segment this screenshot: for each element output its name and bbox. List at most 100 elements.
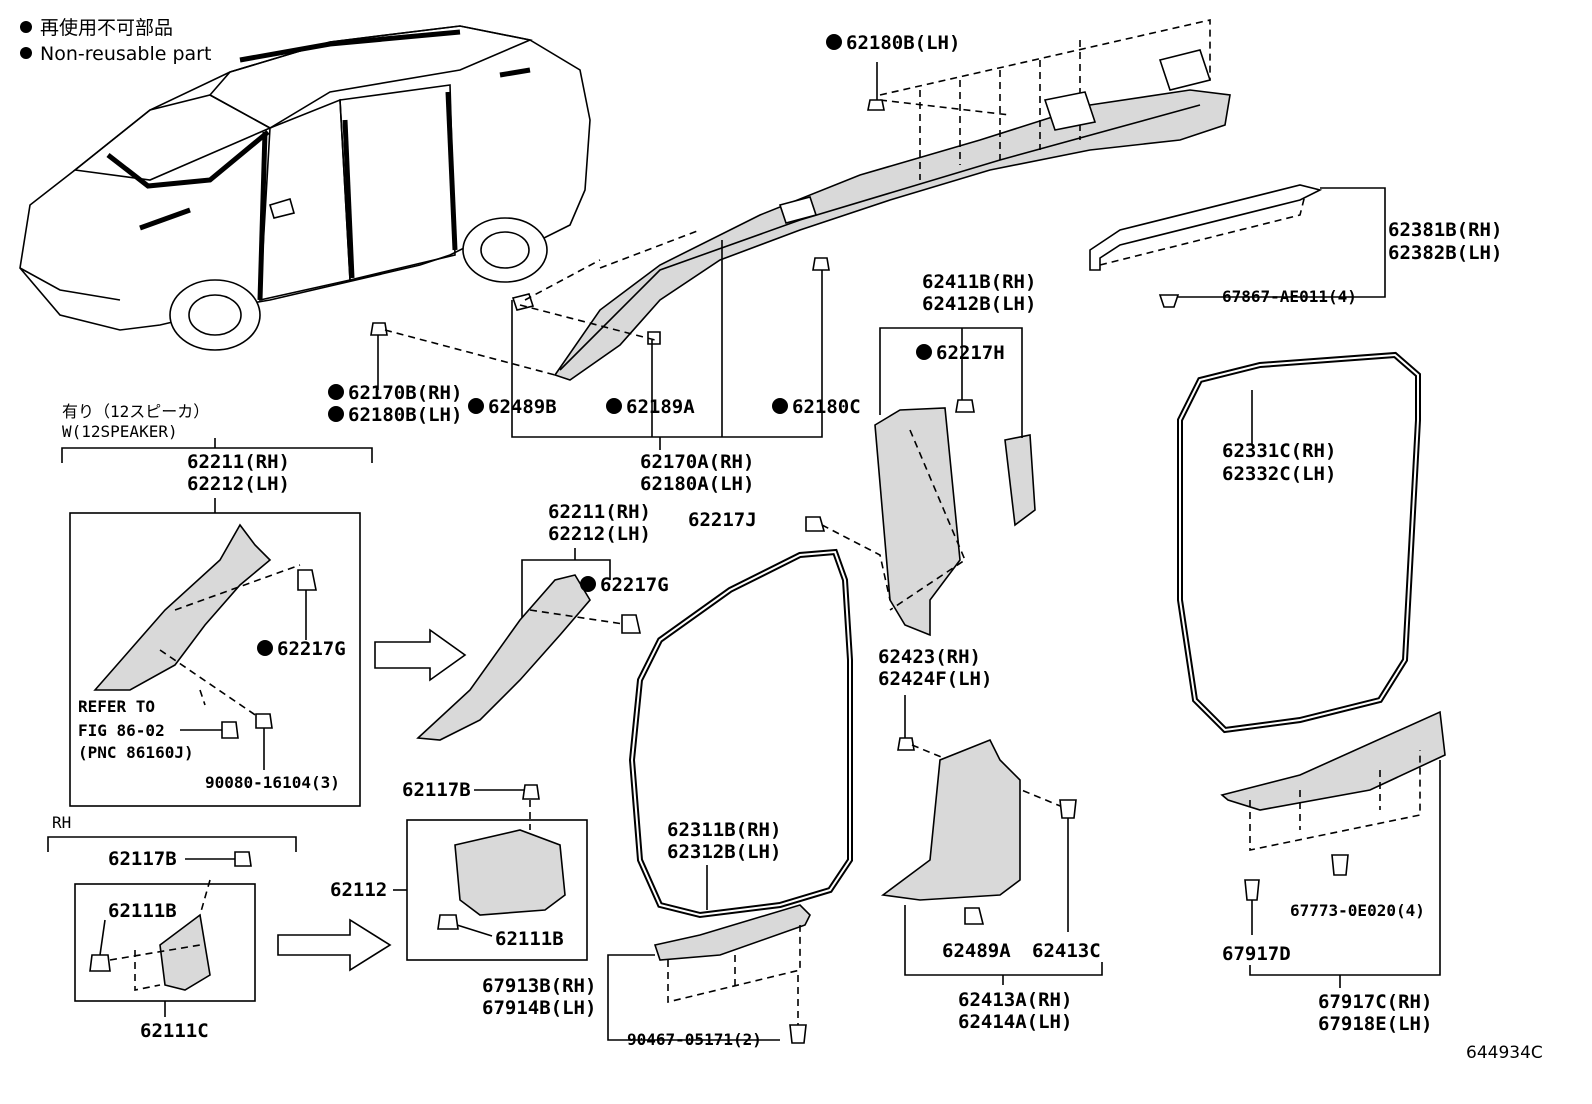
- clip-icon: [964, 907, 985, 925]
- non-reusable-dot-icon: [606, 398, 622, 414]
- part-62211-mid: 62211(RH): [548, 501, 651, 523]
- rh-label: RH: [52, 813, 71, 832]
- screw-icon: [255, 713, 273, 729]
- part-62411B: 62411B(RH): [922, 271, 1036, 293]
- part-62180B-top: 62180B(LH): [846, 32, 960, 54]
- part-62217H: 62217H: [936, 342, 1005, 364]
- refer-line1: REFER TO: [78, 697, 155, 716]
- part-67917D: 67917D: [1222, 943, 1291, 965]
- clip-icon: [1244, 879, 1260, 901]
- rear-garnish: [1089, 184, 1323, 271]
- part-67917C: 67917C(RH): [1318, 991, 1432, 1013]
- part-62117B-mid: 62117B: [402, 779, 471, 801]
- part-62311B: 62311B(RH): [667, 819, 781, 841]
- clip-icon: [511, 293, 535, 311]
- legend-jp: 再使用不可部品: [40, 17, 173, 39]
- part-62413A: 62413A(RH): [958, 989, 1072, 1011]
- part-67773: 67773-0E020(4): [1290, 901, 1425, 920]
- part-62424F: 62424F(LH): [878, 668, 992, 690]
- refer-line3: (PNC 86160J): [78, 743, 194, 762]
- clip-icon: [647, 331, 661, 345]
- cowl-side-trim-rh: [159, 913, 211, 991]
- non-reusable-dot-icon: [916, 344, 932, 360]
- part-90467: 90467-05171(2): [627, 1030, 762, 1049]
- clip-icon: [1158, 294, 1180, 308]
- clip-icon: [789, 1024, 807, 1044]
- clip-icon: [955, 399, 975, 413]
- part-67914B: 67914B(LH): [482, 997, 596, 1019]
- part-62331C: 62331C(RH): [1222, 440, 1336, 462]
- clip-icon: [297, 569, 317, 591]
- center-pillar-upper: [874, 407, 961, 637]
- non-reusable-dot-icon: [328, 384, 344, 400]
- arrow-icon: [277, 918, 392, 972]
- part-62312B: 62312B(LH): [667, 841, 781, 863]
- clip-icon: [812, 257, 830, 271]
- part-62382B: 62382B(LH): [1388, 242, 1502, 264]
- part-62489B: 62489B: [488, 396, 557, 418]
- part-62217J: 62217J: [688, 509, 757, 531]
- part-62211-box: 62211(RH): [187, 451, 290, 473]
- part-90080: 90080-16104(3): [205, 773, 340, 792]
- speaker-icon: [221, 721, 239, 739]
- part-62117B-rh: 62117B: [108, 848, 177, 870]
- roof-side-trim: [553, 18, 1231, 381]
- figure-code: 644934C: [1466, 1043, 1543, 1063]
- refer-line2: FIG 86-02: [78, 721, 165, 740]
- variant-jp: 有り（12スピーカ）: [62, 402, 209, 421]
- front-pillar-trim-speaker: [93, 523, 272, 691]
- part-62212-box: 62212(LH): [187, 473, 290, 495]
- non-reusable-dot-icon: [826, 34, 842, 50]
- non-reusable-dot-icon: [20, 21, 32, 33]
- non-reusable-dot-icon: [257, 640, 273, 656]
- part-62381B: 62381B(RH): [1388, 219, 1502, 241]
- screw-icon: [370, 322, 388, 336]
- arrow-icon: [374, 628, 467, 682]
- part-62217G-mid: 62217G: [600, 574, 669, 596]
- clip-icon: [621, 614, 641, 634]
- clip-icon: [234, 851, 252, 867]
- part-62412B: 62412B(LH): [922, 293, 1036, 315]
- clip-icon: [89, 954, 111, 972]
- cowl-side-trim: [454, 829, 566, 916]
- clip-icon: [1059, 799, 1077, 819]
- non-reusable-dot-icon: [772, 398, 788, 414]
- clip-icon: [897, 737, 915, 751]
- clip-icon: [867, 99, 885, 111]
- variant-box: [69, 512, 361, 807]
- non-reusable-dot-icon: [468, 398, 484, 414]
- variant-en: W(12SPEAKER): [62, 422, 178, 441]
- center-pillar-lower: [880, 738, 1021, 901]
- part-67867: 67867-AE011(4): [1222, 287, 1357, 306]
- part-62423: 62423(RH): [878, 646, 981, 668]
- clip-icon: [437, 914, 459, 930]
- part-62413C: 62413C: [1032, 940, 1101, 962]
- clip-icon: [1331, 854, 1349, 876]
- part-62180B-left: 62180B(LH): [348, 404, 462, 426]
- part-62111B-rh: 62111B: [108, 900, 177, 922]
- part-62414A: 62414A(LH): [958, 1011, 1072, 1033]
- front-scuff-plate: [653, 904, 811, 961]
- part-62489A: 62489A: [942, 940, 1011, 962]
- part-67918E: 67918E(LH): [1318, 1013, 1432, 1035]
- rear-weatherstrip: [1177, 351, 1421, 734]
- clip-icon: [805, 516, 826, 532]
- part-62112: 62112: [330, 879, 387, 901]
- part-62111C: 62111C: [140, 1020, 209, 1042]
- front-pillar-trim: [416, 574, 591, 741]
- vehicle-illustration: [19, 25, 591, 351]
- part-62180A: 62180A(LH): [640, 473, 754, 495]
- non-reusable-dot-icon: [580, 576, 596, 592]
- rear-scuff-plate: [1220, 710, 1446, 811]
- clip-icon: [522, 784, 540, 800]
- part-62180C: 62180C: [792, 396, 861, 418]
- part-67913B: 67913B(RH): [482, 975, 596, 997]
- part-62212-mid: 62212(LH): [548, 523, 651, 545]
- non-reusable-dot-icon: [20, 47, 32, 59]
- part-62189A: 62189A: [626, 396, 695, 418]
- non-reusable-dot-icon: [328, 406, 344, 422]
- legend-en: Non-reusable part: [40, 43, 211, 65]
- part-62170A: 62170A(RH): [640, 451, 754, 473]
